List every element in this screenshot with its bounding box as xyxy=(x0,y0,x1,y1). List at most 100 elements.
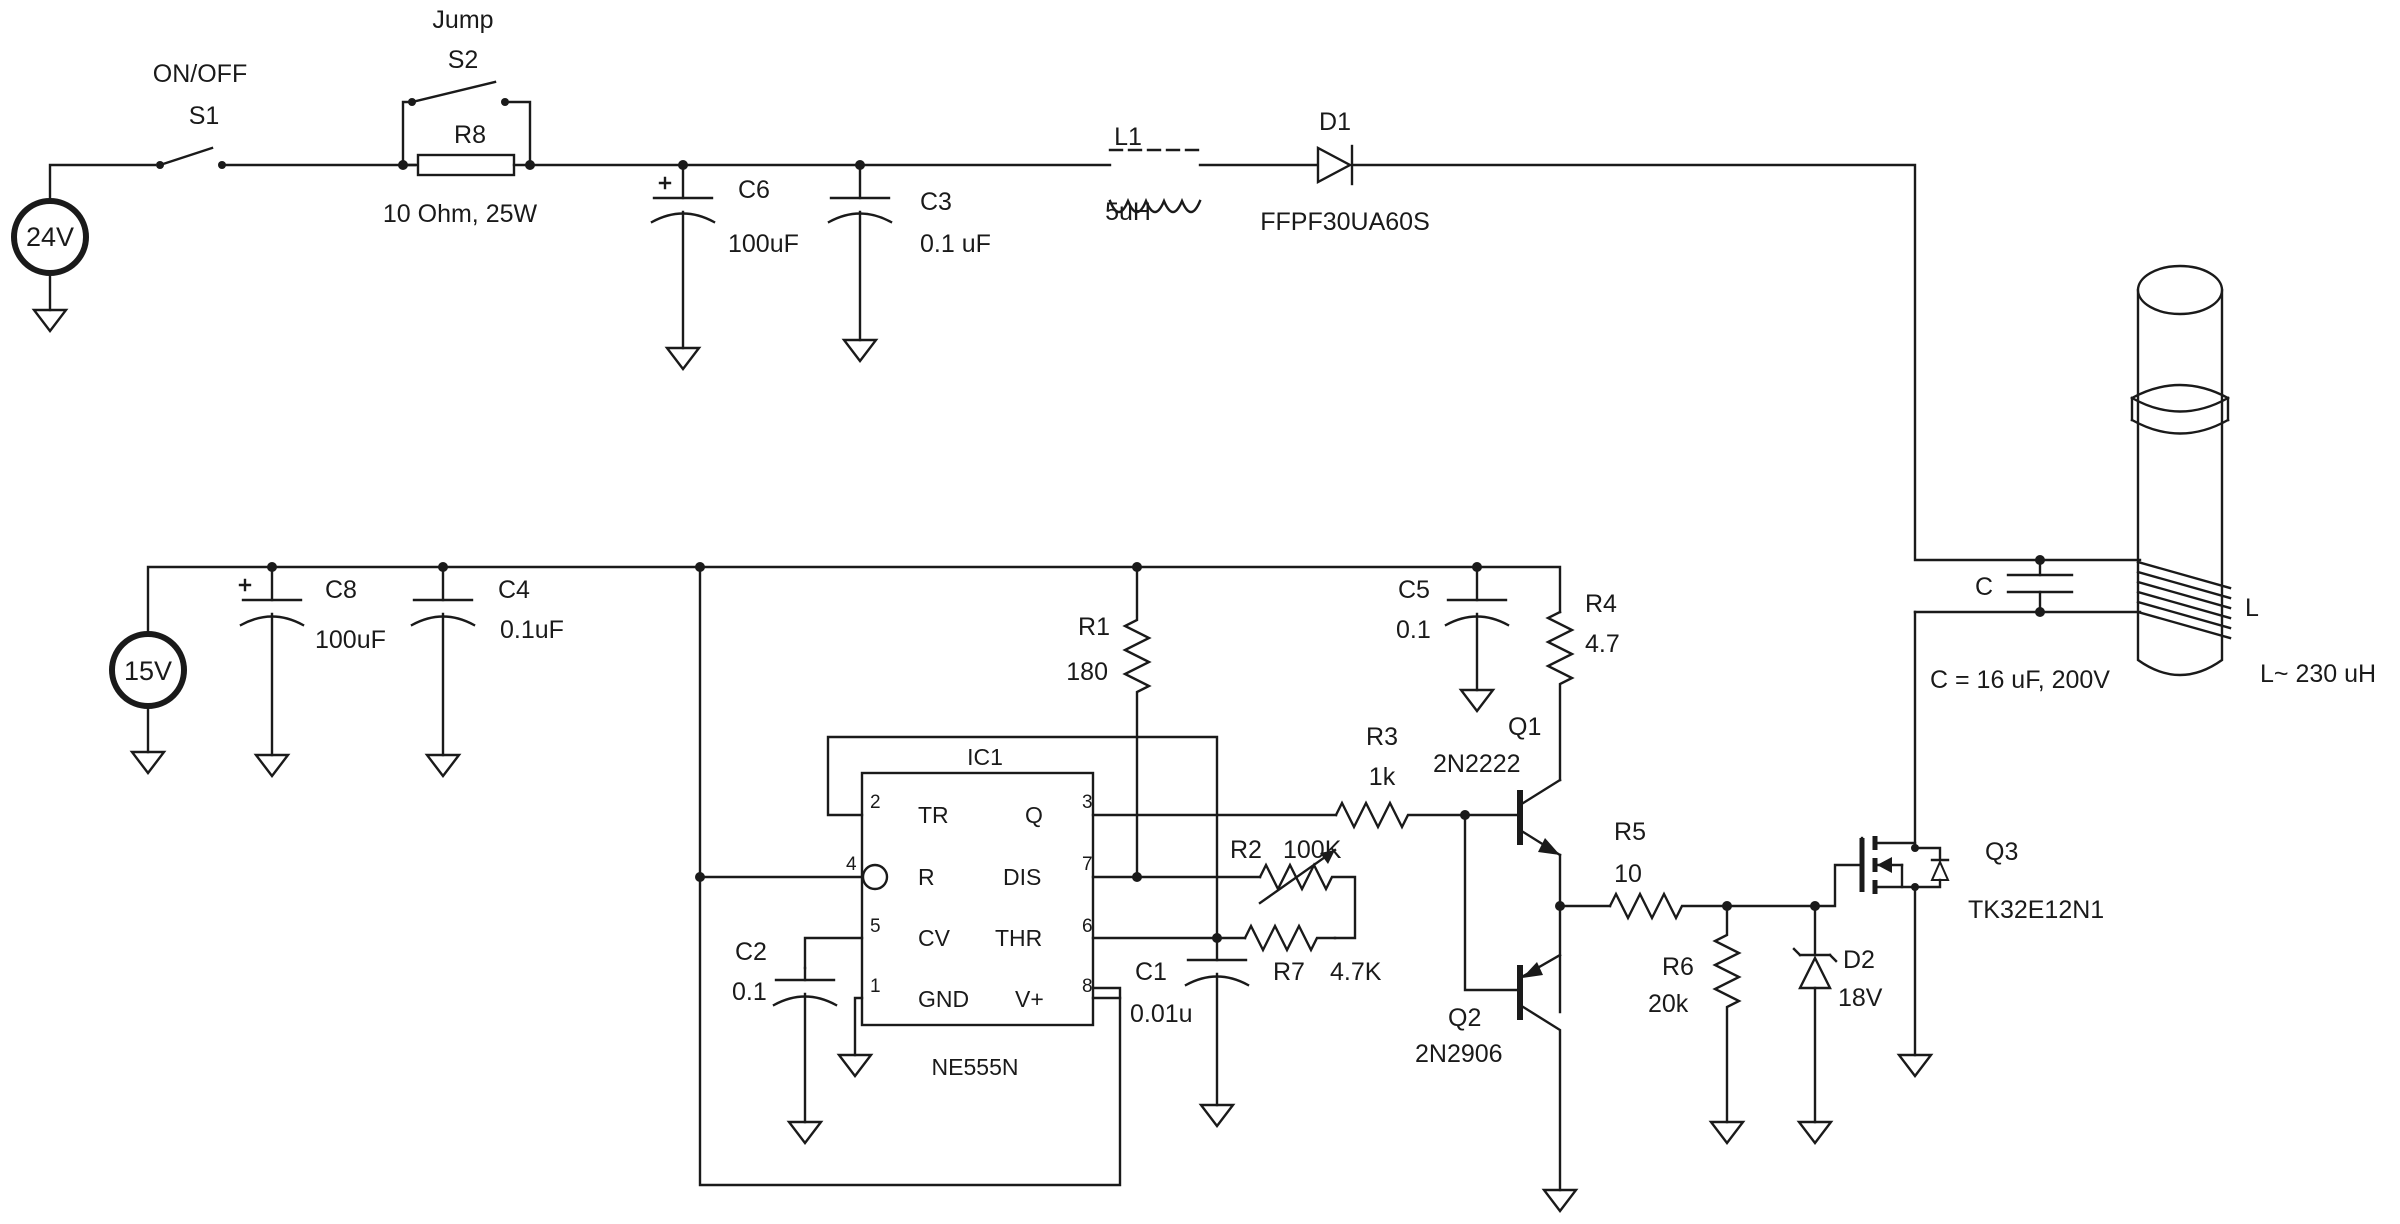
q1-part-label: 2N2222 xyxy=(1433,750,1521,778)
ic1-pin8-name: V+ xyxy=(1015,986,1044,1012)
r6-ref-label: R6 xyxy=(1662,953,1694,981)
capacitor-c5 xyxy=(1444,562,1510,713)
l-coil-value-label: L~ 230 uH xyxy=(2260,660,2376,688)
q3-ref-label: Q3 xyxy=(1985,838,2018,866)
ic1-pin5-number: 5 xyxy=(870,916,881,937)
c5-value-label: 0.1 xyxy=(1396,616,1431,644)
resistor-r5 xyxy=(1608,863,1864,921)
r8-ref-label: R8 xyxy=(454,121,486,149)
s2-ref-label: S2 xyxy=(448,46,479,74)
l1-value-label: 5uH xyxy=(1105,198,1151,226)
capacitor-c4 xyxy=(410,562,476,778)
wire-gnd-pin xyxy=(853,996,864,1057)
capacitor-c3 xyxy=(827,160,893,363)
s1-function-label: ON/OFF xyxy=(153,60,247,88)
c6-value-label: 100uF xyxy=(728,230,799,258)
capacitor-c-tank xyxy=(2006,555,2074,617)
r6-value-label: 20k xyxy=(1648,990,1689,1018)
q1-ref-label: Q1 xyxy=(1508,713,1541,741)
c8-ref-label: C8 xyxy=(325,576,357,604)
ic1-pin2-number: 2 xyxy=(870,792,881,813)
source-24v: 24V xyxy=(11,198,89,276)
q3-part-label: TK32E12N1 xyxy=(1968,896,2104,924)
transistor-q1-npn xyxy=(1517,778,1562,857)
ic1-pin8-number: 8 xyxy=(1082,976,1093,997)
l1-ref-label: L1 xyxy=(1114,123,1142,151)
d1-ref-label: D1 xyxy=(1319,108,1351,136)
inductor-l-coil xyxy=(2136,560,2232,640)
d2-ref-label: D2 xyxy=(1843,946,1875,974)
ic1-pin7-number: 7 xyxy=(1082,854,1093,875)
l-coil-ref-label: L xyxy=(2245,594,2259,622)
ic1-pin1-name: GND xyxy=(918,986,969,1012)
resistor-r4 xyxy=(1545,610,1575,782)
diode-d1 xyxy=(1316,144,1354,186)
wire-15v-bus-to-vplus xyxy=(698,565,1122,1187)
r2-ref-label: R2 xyxy=(1230,836,1262,864)
source-24v-label: 24V xyxy=(26,222,74,252)
s1-ref-label: S1 xyxy=(189,102,220,130)
wire-24v-to-s1 xyxy=(48,163,157,203)
source-15v-label: 15V xyxy=(124,656,172,686)
s2-function-label: Jump xyxy=(432,6,493,34)
wire-d1-to-tank xyxy=(1350,163,2142,562)
c4-value-label: 0.1uF xyxy=(500,616,564,644)
c6-ref-label: C6 xyxy=(738,176,770,204)
r5-ref-label: R5 xyxy=(1614,818,1646,846)
c2-value-label: 0.1 xyxy=(732,978,767,1006)
r8-value-label: 10 Ohm, 25W xyxy=(383,200,538,228)
capacitor-c6 xyxy=(650,160,716,371)
capacitor-c8 xyxy=(238,562,305,778)
ic1-pin4-number: 4 xyxy=(846,854,857,875)
c5-ref-label: C5 xyxy=(1398,576,1430,604)
c3-ref-label: C3 xyxy=(920,188,952,216)
resistor-r7 xyxy=(1243,923,1337,953)
ground-symbol xyxy=(836,1053,874,1078)
q2-ref-label: Q2 xyxy=(1448,1004,1481,1032)
r5-value-label: 10 xyxy=(1614,860,1642,888)
resistor-r2-variable xyxy=(1258,848,1357,940)
resistor-r8 xyxy=(398,153,535,177)
switch-s1 xyxy=(156,146,226,169)
r4-ref-label: R4 xyxy=(1585,590,1617,618)
d2-value-label: 18V xyxy=(1838,984,1883,1012)
transistor-q3-mosfet xyxy=(1859,836,1950,1078)
d1-part-label: FFPF30UA60S xyxy=(1260,208,1430,236)
r2-value-label: 100K xyxy=(1283,836,1342,864)
ic1-part-label: NE555N xyxy=(932,1054,1019,1080)
switch-s2 xyxy=(401,80,532,167)
ic1-pin7-name: DIS xyxy=(1003,864,1041,890)
ground-symbol xyxy=(31,271,69,333)
wire-base-link xyxy=(1463,813,1522,992)
ic1-ne555 xyxy=(860,771,1095,1027)
ic1-pin2-name: TR xyxy=(918,802,949,828)
ic1-pin3-number: 3 xyxy=(1082,792,1093,813)
c-tank-ref-label: C xyxy=(1975,573,1993,601)
wire-trig-thr-loop xyxy=(826,735,1219,940)
capacitor-c1 xyxy=(1184,936,1250,1128)
ic1-pin5-name: CV xyxy=(918,925,951,951)
r3-ref-label: R3 xyxy=(1366,723,1398,751)
resistor-r1 xyxy=(1122,562,1152,879)
ground-symbol xyxy=(1541,1188,1579,1213)
ic1-pin6-number: 6 xyxy=(1082,916,1093,937)
r1-ref-label: R1 xyxy=(1078,613,1110,641)
q2-part-label: 2N2906 xyxy=(1415,1040,1503,1068)
wire-15v-rail xyxy=(146,565,1562,636)
resistor-r3 xyxy=(1334,800,1522,830)
capacitor-c2 xyxy=(772,966,838,1145)
transistor-q2-pnp xyxy=(1517,953,1562,1192)
source-15v: 15V xyxy=(109,631,187,709)
ic1-pin6-name: THR xyxy=(995,925,1042,951)
ic1-pin1-number: 1 xyxy=(870,976,881,997)
c1-value-label: 0.01u xyxy=(1130,1000,1193,1028)
work-coil-tube xyxy=(2130,264,2230,677)
ic1-pin4-name: R xyxy=(918,864,935,890)
r7-ref-label: R7 xyxy=(1273,958,1305,986)
c3-value-label: 0.1 uF xyxy=(920,230,991,258)
r7-value-label: 4.7K xyxy=(1330,958,1382,986)
r3-value-label: 1k xyxy=(1369,763,1396,791)
ground-symbol xyxy=(129,704,167,775)
c4-ref-label: C4 xyxy=(498,576,530,604)
